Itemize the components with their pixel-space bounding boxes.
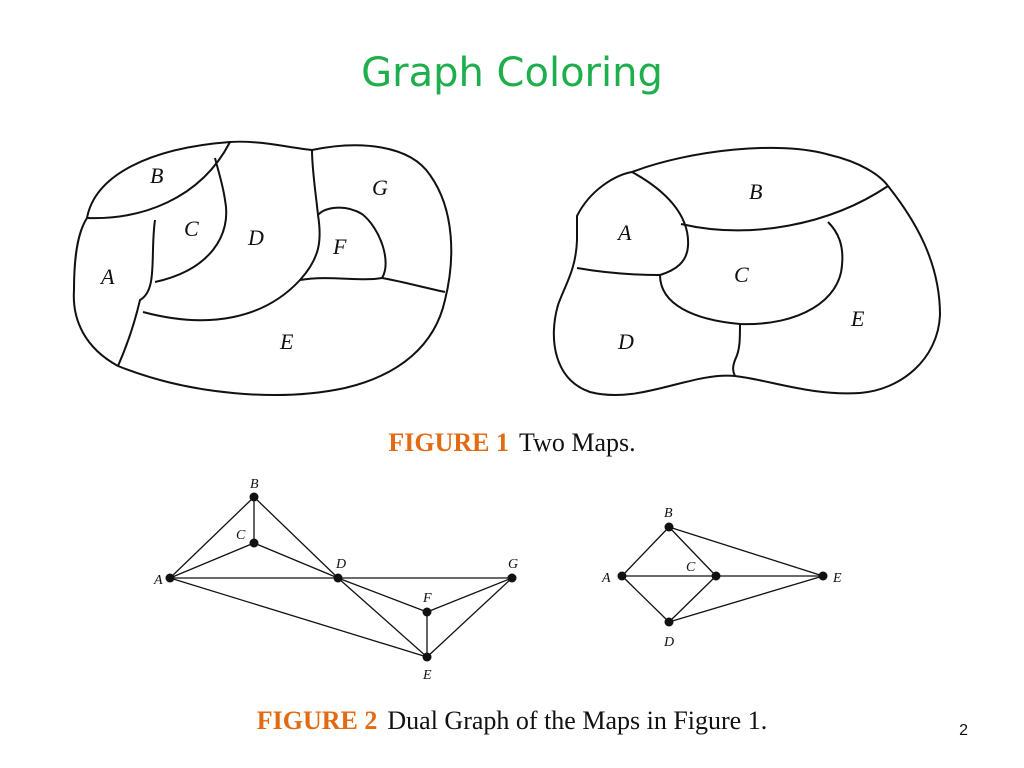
figure-1-caption: FIGURE 1 Two Maps. xyxy=(0,428,1024,458)
graph1-edge-a-b xyxy=(169,496,255,579)
map2-boundary-c xyxy=(659,221,844,326)
slide-title: Graph Coloring xyxy=(361,50,663,96)
graph2-node-b xyxy=(664,522,674,532)
graph1-node-c xyxy=(249,538,259,548)
map2-boundary-d xyxy=(732,323,741,377)
map1-boundary-d xyxy=(142,149,321,322)
map2-label-d: D xyxy=(617,329,634,354)
map2-label-c: C xyxy=(734,262,749,287)
graph1-node-g xyxy=(507,573,517,583)
graph2-node-label-e: E xyxy=(832,571,842,586)
graph1-edge-c-d xyxy=(253,542,339,579)
graph1-node-label-c: C xyxy=(236,528,246,543)
graph2-edges xyxy=(621,526,824,623)
figure-2-caption: FIGURE 2 Dual Graph of the Maps in Figure… xyxy=(0,706,1024,736)
map1-boundary-f xyxy=(299,206,387,281)
graph1-edge-d-e xyxy=(337,577,428,658)
graph2-edge-c-d xyxy=(668,575,717,623)
graph2-node-label-a: A xyxy=(601,571,611,586)
graph2-node-e xyxy=(818,571,828,581)
graph2-node-d xyxy=(664,617,674,627)
graph1-nodes: A B C D E F G xyxy=(153,477,518,683)
figure-1-number: FIGURE 1 xyxy=(388,428,509,457)
graph1-edges xyxy=(169,496,513,658)
graph2-nodes: A B C D E xyxy=(601,506,842,650)
graph1-node-label-f: F xyxy=(422,591,432,606)
graph1-edge-a-c xyxy=(169,542,255,579)
graph1-edge-a-e xyxy=(169,577,428,658)
graph1-node-label-a: A xyxy=(153,573,163,588)
graph1-node-e xyxy=(422,652,432,662)
graph2-edge-a-b xyxy=(621,526,670,577)
map2-label-b: B xyxy=(749,179,762,204)
graph2-node-label-d: D xyxy=(663,635,674,650)
graph1-node-label-d: D xyxy=(335,557,346,572)
map1-label-f: F xyxy=(332,234,347,259)
map2-outline xyxy=(552,146,941,397)
figure-2-number: FIGURE 2 xyxy=(256,706,378,735)
graph1-node-f xyxy=(422,607,432,617)
map1-label-a: A xyxy=(99,264,115,289)
page-number: 2 xyxy=(959,722,968,739)
map2-label-e: E xyxy=(850,306,865,331)
graph2-edge-a-d xyxy=(621,575,670,623)
map1-boundary-a xyxy=(117,219,156,367)
graph1-node-b xyxy=(249,492,259,502)
map1-label-b: B xyxy=(150,163,163,188)
graph1-node-label-b: B xyxy=(250,477,259,492)
graph1-node-a xyxy=(165,573,175,583)
graph2-edge-d-e xyxy=(668,575,824,623)
graph2-node-label-c: C xyxy=(686,560,696,575)
graph1-node-d xyxy=(333,573,343,583)
graph1-node-label-g: G xyxy=(508,557,518,572)
graph2-node-label-b: B xyxy=(664,506,673,521)
figure-1-caption-text: Two Maps. xyxy=(519,428,636,457)
map1-label-g: G xyxy=(372,175,388,200)
graph1-edge-f-g xyxy=(426,577,513,613)
map1-boundary-b xyxy=(86,141,231,220)
graph2-node-c xyxy=(711,571,721,581)
map2-boundary-a-top xyxy=(576,171,690,276)
graph1-edge-e-g xyxy=(426,577,513,658)
graph1-edge-d-f xyxy=(337,577,428,613)
map2-label-a: A xyxy=(616,220,632,245)
map1-outline xyxy=(72,140,453,396)
map1-boundary-e xyxy=(381,277,446,293)
graph1-edge-b-d xyxy=(253,496,339,579)
graph2-node-a xyxy=(617,571,627,581)
figure-2-caption-text: Dual Graph of the Maps in Figure 1. xyxy=(387,706,768,735)
graph2-edge-b-e xyxy=(668,526,824,577)
map1-boundary-c xyxy=(154,157,228,283)
map1-label-d: D xyxy=(247,225,264,250)
map1-label-c: C xyxy=(184,216,199,241)
graph1-node-label-e: E xyxy=(422,668,432,683)
map2-boundary-b xyxy=(680,185,889,232)
map1-label-e: E xyxy=(279,329,294,354)
graph2-edge-b-c xyxy=(668,526,717,577)
